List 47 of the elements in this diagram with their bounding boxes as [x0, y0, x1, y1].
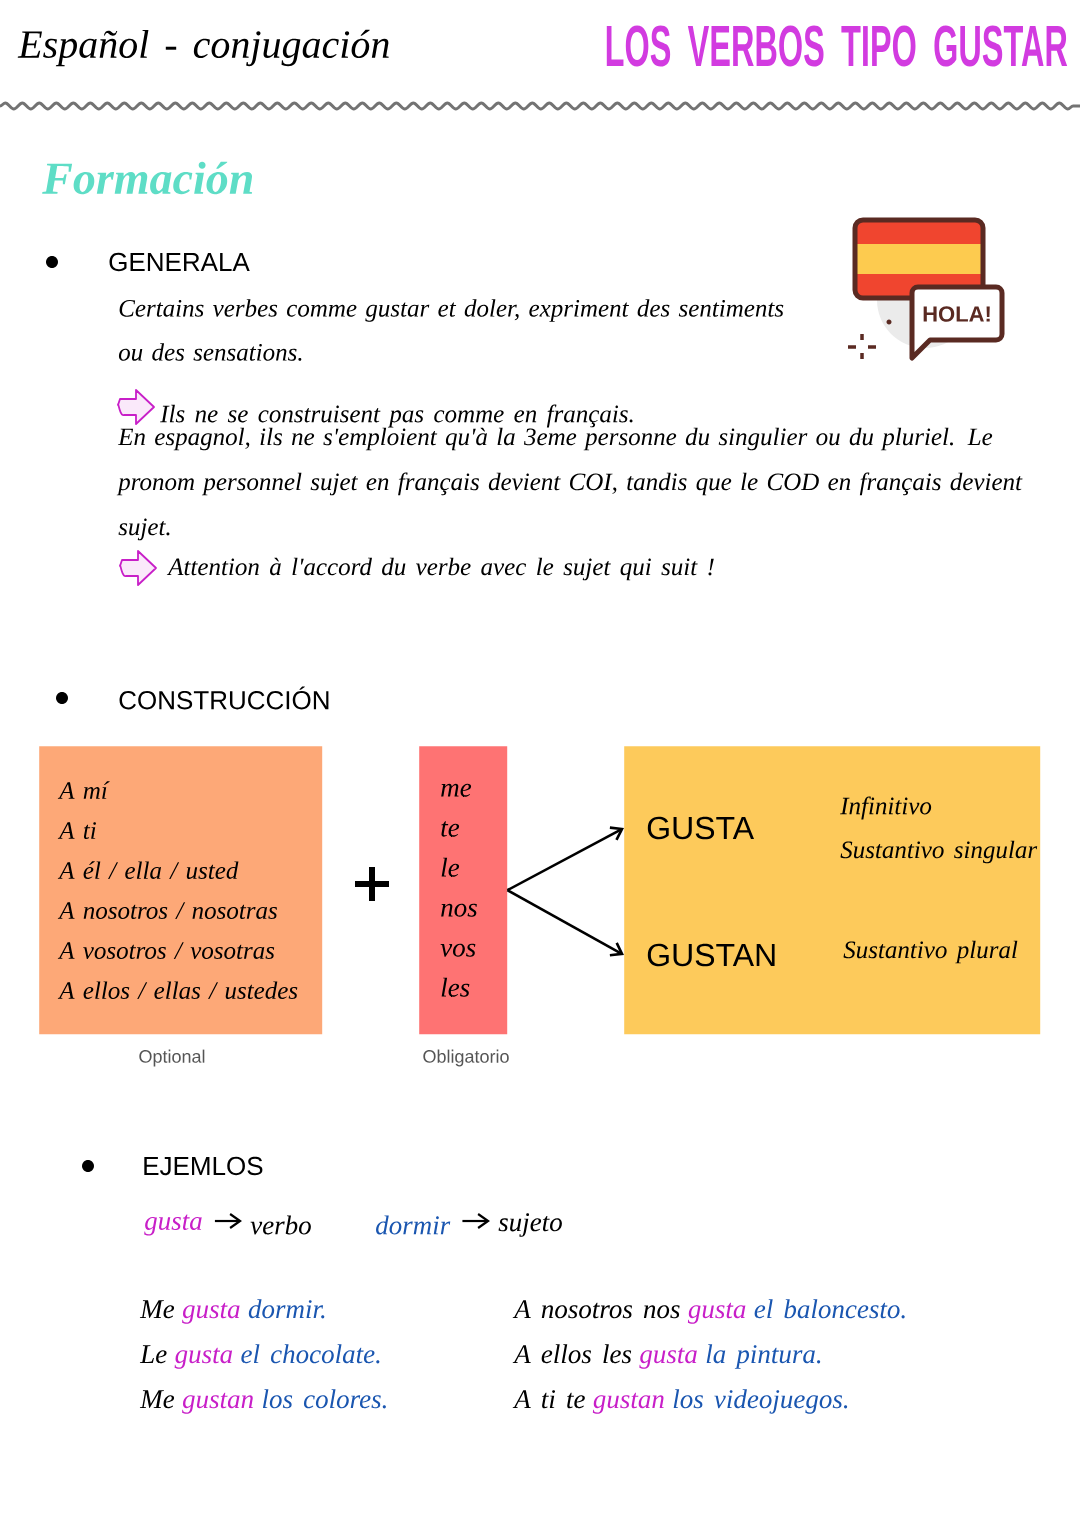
arrow [506, 826, 624, 892]
verb-complement: Sustantivo plural [843, 940, 1018, 964]
verb-complement: Infinitivo [840, 796, 932, 820]
example-word: A nosotros nos [512, 1300, 680, 1319]
arrow [462, 1213, 490, 1229]
arrow [506, 889, 624, 957]
example-word: A ti te [512, 1390, 585, 1409]
example-word: sujeto [498, 1213, 562, 1237]
box-caption: Optional [139, 1049, 205, 1067]
subject-heading: Español - conjugación [17, 29, 389, 67]
example-word: A ellos les [512, 1344, 632, 1364]
verb-complement: Sustantivo singular [840, 840, 1038, 864]
speech-bubble: HOLA! [909, 284, 1005, 361]
paragraph: Certains verbes comme gustar et doler, expriment des sentiments ou des sensations. [118, 299, 784, 361]
title: LOS VERBOS TIPO GUSTAR [606, 25, 1068, 67]
example-word: gusta [182, 1302, 240, 1324]
example-word: Le [139, 1345, 167, 1364]
arrow [214, 1213, 242, 1229]
pronoun-box: A mí A ti A él / ella / usted A nosotros / nosotras A vosotros / vosotras A ellos / ellas / ustedes [39, 746, 323, 1035]
example-word: Me [139, 1390, 175, 1409]
example-word: gusta [144, 1214, 202, 1236]
bullet-heading: CONSTRUCCIÓN [119, 686, 329, 710]
verb-text: GUSTA [647, 816, 754, 840]
example-word: gustan [182, 1392, 253, 1414]
paragraph: En espagnol, ils ne s'emploient qu'à la 3eme personne du singulier ou du pluriel. Le pronom personnel sujet en français devient COI, tandis que le COD en français devient sujet. [116, 427, 1023, 541]
verb-box [624, 746, 1041, 1035]
example-word: gusta [174, 1347, 233, 1369]
pronoun-box: me te le nos vos les [419, 746, 508, 1035]
example-word: los videojuegos. [673, 1389, 848, 1414]
bullet-heading: EJEMLOS [144, 1156, 263, 1176]
example-word: verbo [250, 1215, 311, 1235]
example-word: el baloncesto. [754, 1299, 905, 1319]
example-word: los colores. [262, 1389, 386, 1409]
example-word: el chocolate. [241, 1344, 380, 1364]
example-word: Me [139, 1300, 175, 1319]
example-word: gusta [687, 1302, 746, 1324]
example-word: dormir. [248, 1299, 325, 1319]
example-word: gusta [639, 1347, 697, 1369]
note-text: Attention à l'accord du verbe avec le sujet qui suit ! [166, 557, 714, 581]
example-word: la pintura. [706, 1344, 821, 1369]
example-word: gustan [592, 1392, 664, 1414]
bullet-heading: GENERALA [109, 252, 250, 272]
example-word: dormir [376, 1215, 451, 1235]
section-heading: Formación [42, 161, 253, 195]
verb-text: GUSTAN [647, 943, 775, 967]
note-text: Ils ne se construisent pas comme en français. [160, 404, 633, 428]
box-caption: Obligatorio [423, 1049, 509, 1067]
